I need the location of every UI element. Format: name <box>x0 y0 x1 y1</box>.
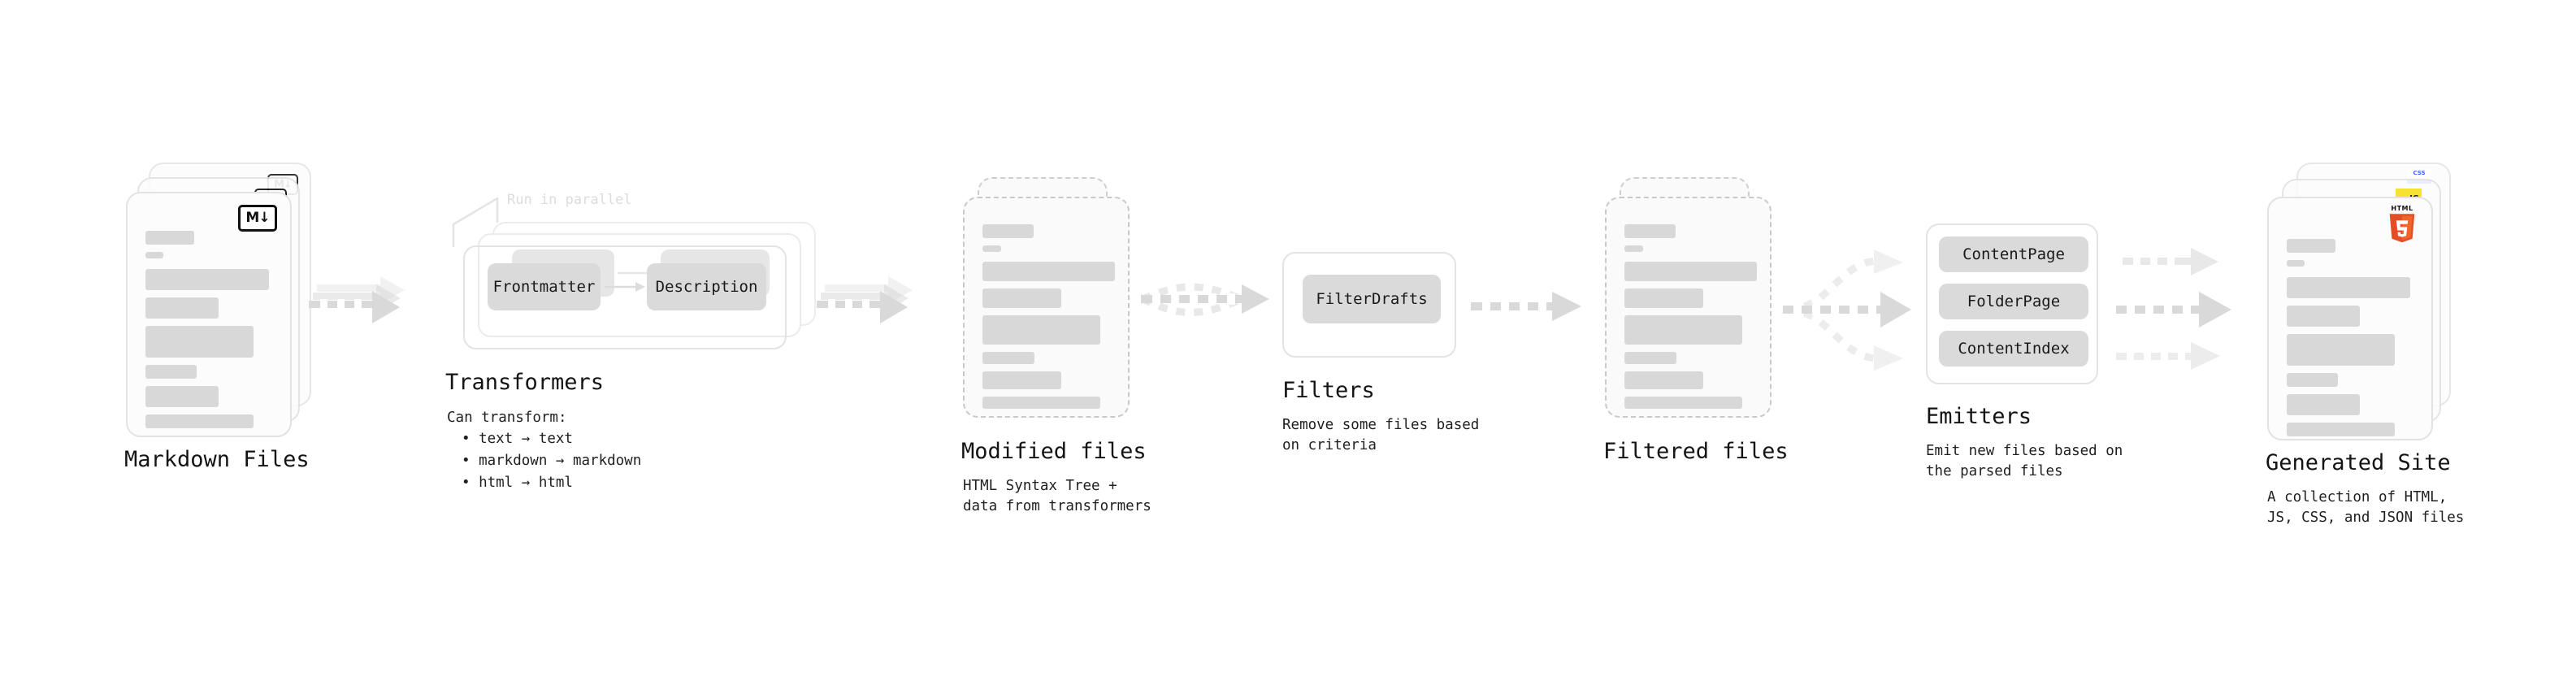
generated-site-subtitle: A collection of HTML, JS, CSS, and JSON … <box>2267 489 2465 527</box>
flow-arrow-emitters-to-site <box>2116 248 2231 370</box>
modified-files-subtitle: HTML Syntax Tree + data from transformer… <box>963 478 1151 515</box>
flow-arrow-transformers-to-modified <box>817 276 913 323</box>
page-title-markdown-files: Markdown Files <box>124 447 310 472</box>
page-title-filters: Filters <box>1282 378 1375 403</box>
stage-modified-files: Modified files HTML Syntax Tree + data f… <box>961 177 1151 514</box>
page-title-transformers: Transformers <box>445 370 605 395</box>
filtered-card-content <box>1624 224 1757 416</box>
page-title-modified-files: Modified files <box>961 439 1147 464</box>
html5-icon: HTML <box>2386 205 2418 245</box>
transformers-bullet-0: • text → text <box>462 431 573 447</box>
transformer-box-front: Frontmatter Description <box>463 245 787 349</box>
markdown-icon-label: M↓ <box>245 210 270 226</box>
flow-arrow-filters-to-filtered <box>1471 292 1581 321</box>
html5-icon-word: HTML <box>2391 205 2413 212</box>
css-icon-label: CSS <box>2413 170 2426 176</box>
flow-arrow-modified-to-filters <box>1141 283 1269 316</box>
emitter-chip-contentpage[interactable]: ContentPage <box>1939 236 2088 272</box>
site-card-content <box>2287 239 2413 444</box>
modified-card-content <box>982 224 1115 416</box>
transformer-chip-description[interactable]: Description <box>647 263 766 310</box>
filtered-file-stack <box>1605 177 1784 429</box>
emitters-subtitle: Emit new files based on the parsed files <box>1926 443 2123 480</box>
stage-generated-site: CSS JS HTML <box>2266 163 2464 526</box>
emitter-chip-folderpage[interactable]: FolderPage <box>1939 284 2088 319</box>
filters-subtitle: Remove some files based on criteria <box>1282 417 1480 454</box>
transformer-chip-frontmatter[interactable]: Frontmatter <box>488 263 601 310</box>
filters-box: FilterDrafts <box>1282 252 1456 358</box>
markdown-card-front: M↓ <box>126 192 292 437</box>
run-in-parallel-label: Run in parallel <box>507 192 632 208</box>
page-title-generated-site: Generated Site <box>2266 450 2451 475</box>
modified-card-front <box>963 197 1130 418</box>
transformers-subtitle: Can transform: <box>447 410 567 426</box>
transformers-bullet-2: • html → html <box>462 475 573 492</box>
page-title-filtered-files: Filtered files <box>1603 439 1789 464</box>
site-card-front: HTML <box>2267 197 2433 440</box>
transformers-bullet-1: • markdown → markdown <box>462 453 642 470</box>
flow-arrow-markdown-to-transformers <box>309 276 405 323</box>
page-title-emitters: Emitters <box>1926 404 2032 429</box>
markdown-file-stack: M↓ M↓ M↓ <box>126 163 313 437</box>
filter-chip-filterdrafts[interactable]: FilterDrafts <box>1303 275 1441 323</box>
flow-arrow-filtered-to-emitters <box>1783 249 1911 371</box>
transformers-bullets: • text → text • markdown → markdown • ht… <box>462 428 641 494</box>
emitters-box: ContentPage FolderPage ContentIndex <box>1926 223 2098 384</box>
stage-filtered-files: Filtered files <box>1603 177 1789 464</box>
emitter-chip-contentindex[interactable]: ContentIndex <box>1939 331 2088 367</box>
modified-file-stack <box>963 177 1142 429</box>
filtered-card-front <box>1605 197 1772 418</box>
markdown-icon: M↓ <box>238 205 277 232</box>
markdown-card-content <box>145 231 272 436</box>
stage-markdown-files: M↓ M↓ M↓ Markdown Files <box>124 163 313 472</box>
run-in-parallel-bracket <box>452 197 499 247</box>
generated-site-stack: CSS JS HTML <box>2267 163 2454 440</box>
transformer-inner-arrow <box>605 282 645 292</box>
